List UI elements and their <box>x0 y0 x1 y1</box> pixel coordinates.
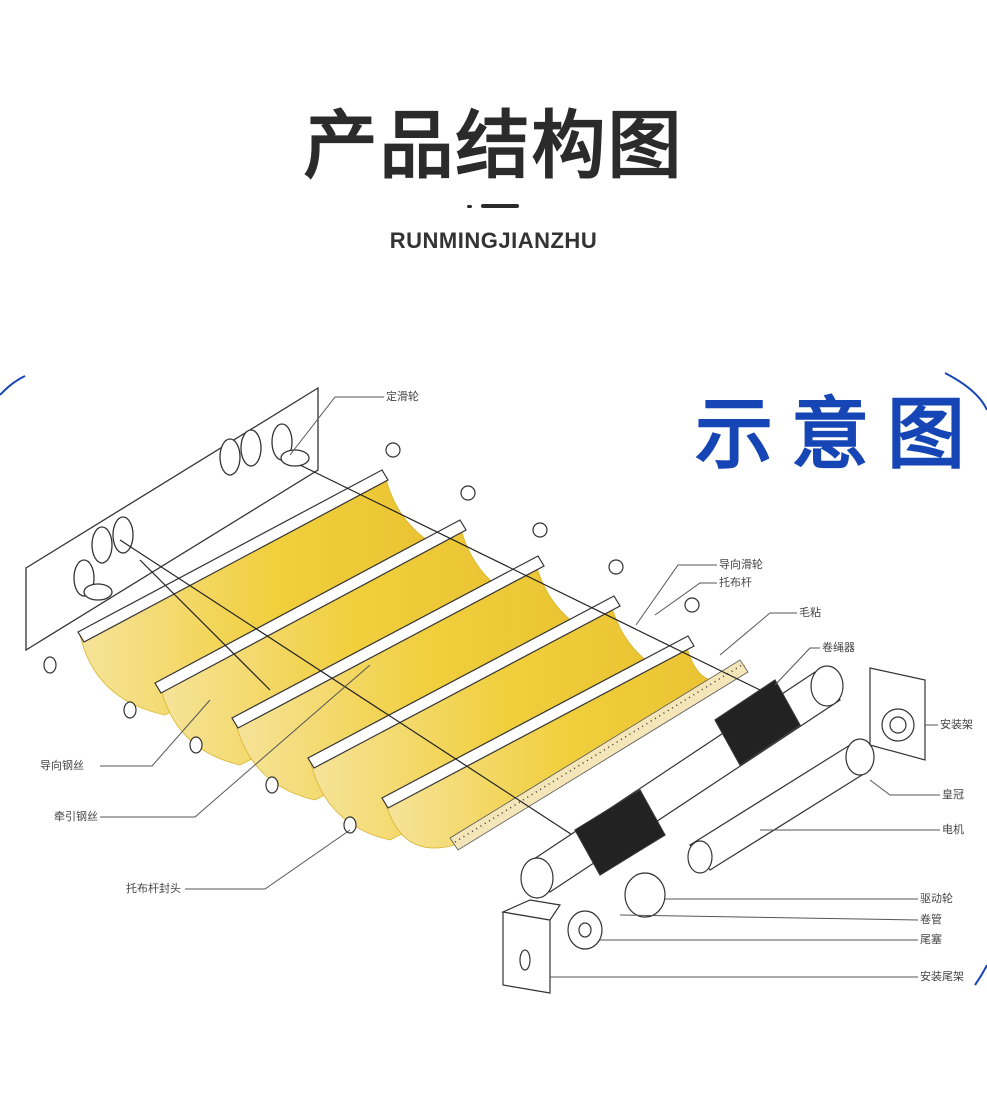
roller-assembly <box>520 665 844 899</box>
structure-diagram <box>0 372 987 994</box>
fabric-panel <box>384 639 746 849</box>
label-traction-wire: 牵引钢丝 <box>54 810 98 823</box>
label-tail-bracket: 安装尾架 <box>920 970 964 983</box>
label-rod-end-cap: 托布杆封头 <box>126 882 181 895</box>
cloth-rod <box>231 555 545 729</box>
label-fixed-pulley: 定滑轮 <box>386 390 419 403</box>
label-end-plug: 尾塞 <box>920 933 942 946</box>
divider-line <box>481 204 519 208</box>
label-mounting-bracket: 安装架 <box>940 718 973 731</box>
label-roller-tube: 卷管 <box>920 913 942 926</box>
tail-bracket <box>500 899 562 994</box>
rod-end-caps <box>43 442 700 834</box>
cloth-rod <box>381 635 695 809</box>
mounting-bracket <box>869 667 926 761</box>
cloth-rod <box>307 595 621 769</box>
label-guide-pulley: 导向滑轮 <box>719 558 763 571</box>
label-cloth-rod: 托布杆 <box>719 576 752 589</box>
divider-dot <box>467 205 472 208</box>
cloth-rods <box>77 469 695 809</box>
label-brush-strip: 毛粘 <box>799 606 821 619</box>
leader-lines <box>100 396 940 978</box>
page-title: 产品结构图 <box>303 103 684 189</box>
cloth-rod <box>77 469 389 643</box>
decorative-arc-right <box>944 372 987 411</box>
drive-wheel <box>624 872 666 918</box>
page-subtitle: RUNMINGJIANZHU <box>389 228 598 253</box>
wall-plate <box>25 386 319 652</box>
label-crown: 皇冠 <box>942 788 964 801</box>
decorative-arc-bottom-right <box>974 964 987 986</box>
motor <box>687 738 875 874</box>
schematic-title: 示意图 <box>695 390 984 480</box>
label-guide-wire: 导向钢丝 <box>40 759 84 772</box>
cloth-rod <box>154 519 467 694</box>
label-rope-winder: 卷绳器 <box>822 641 855 654</box>
label-drive-wheel: 驱动轮 <box>920 892 953 905</box>
rope-winder <box>574 679 801 876</box>
fabric-panels <box>79 474 746 849</box>
brush-strip <box>449 659 749 851</box>
decorative-arc-left <box>0 375 26 396</box>
wires <box>119 464 761 841</box>
label-motor: 电机 <box>942 823 964 836</box>
